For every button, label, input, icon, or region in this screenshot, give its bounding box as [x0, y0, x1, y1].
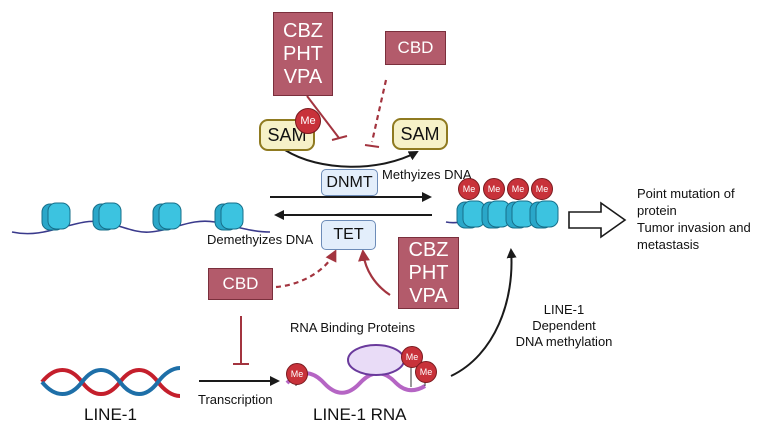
drug-box-cbd-mid: CBD	[208, 268, 273, 300]
nucleosome	[152, 202, 182, 231]
rna-binding-protein	[347, 344, 405, 376]
methyl-badge: Me	[401, 346, 423, 368]
drug-box-cbz-pht-vpa-mid: CBZ PHT VPA	[398, 237, 459, 309]
drug-label: CBZ	[408, 238, 449, 261]
methyl-badge: Me	[295, 108, 321, 134]
line1-dna-label: LINE-1	[84, 405, 137, 424]
outcome-arrow	[568, 201, 627, 239]
dashed-inhibition-line	[370, 79, 388, 143]
sam-substrate: SAM	[259, 119, 315, 151]
drug-label: CBD	[397, 38, 434, 57]
methyl-badge: Me	[507, 178, 529, 200]
drug-label: VPA	[409, 284, 448, 307]
transcription-label: Transcription	[198, 392, 273, 407]
unmethylated-chromatin	[11, 202, 271, 235]
line1-rna	[285, 344, 427, 395]
sam-conversion-arrow	[284, 149, 419, 168]
activation-arrow	[358, 249, 391, 296]
sam-label: SAM	[267, 124, 307, 145]
dashed-activation-arrow	[275, 249, 337, 289]
methylates-label: Methyizes DNA	[382, 167, 472, 182]
methyl-badge: Me	[458, 178, 480, 200]
tet-enzyme: TET	[321, 220, 376, 250]
methyl-badge: Me	[415, 361, 437, 383]
drug-box-cbz-pht-vpa-top: CBZ PHT VPA	[273, 12, 333, 96]
drug-label: VPA	[283, 65, 323, 88]
methylated-chromatin	[445, 192, 559, 229]
drug-box-cbd-top: CBD	[385, 31, 446, 65]
dnmt-label: DNMT	[326, 173, 373, 191]
inhibition-line	[306, 95, 340, 139]
methyl-badge: Me	[483, 178, 505, 200]
tet-label: TET	[333, 226, 364, 243]
line1-rna-label: LINE-1 RNA	[313, 405, 407, 424]
nucleosome	[214, 202, 244, 231]
line1-dependent-arrow	[450, 248, 517, 377]
drug-label: CBZ	[283, 19, 323, 42]
drug-label: PHT	[283, 42, 323, 65]
sam-product: SAM	[392, 118, 448, 150]
drug-label: PHT	[408, 261, 449, 284]
sam-label: SAM	[400, 123, 440, 144]
demethylates-label: Demethyizes DNA	[207, 232, 314, 247]
dnmt-enzyme: DNMT	[321, 169, 378, 196]
methyl-badge: Me	[531, 178, 553, 200]
outcome-text: Point mutation of protein Tumor invasion…	[637, 186, 751, 252]
rna-binding-proteins-label: RNA Binding Proteins	[290, 320, 416, 335]
methyl-badge: Me	[286, 363, 308, 385]
line1-dna-helix	[40, 366, 181, 398]
nucleosome	[92, 202, 122, 231]
drug-label: CBD	[222, 274, 259, 293]
line1-dependent-label: LINE-1 Dependent DNA methylation	[515, 302, 613, 349]
nucleosome	[41, 202, 71, 231]
